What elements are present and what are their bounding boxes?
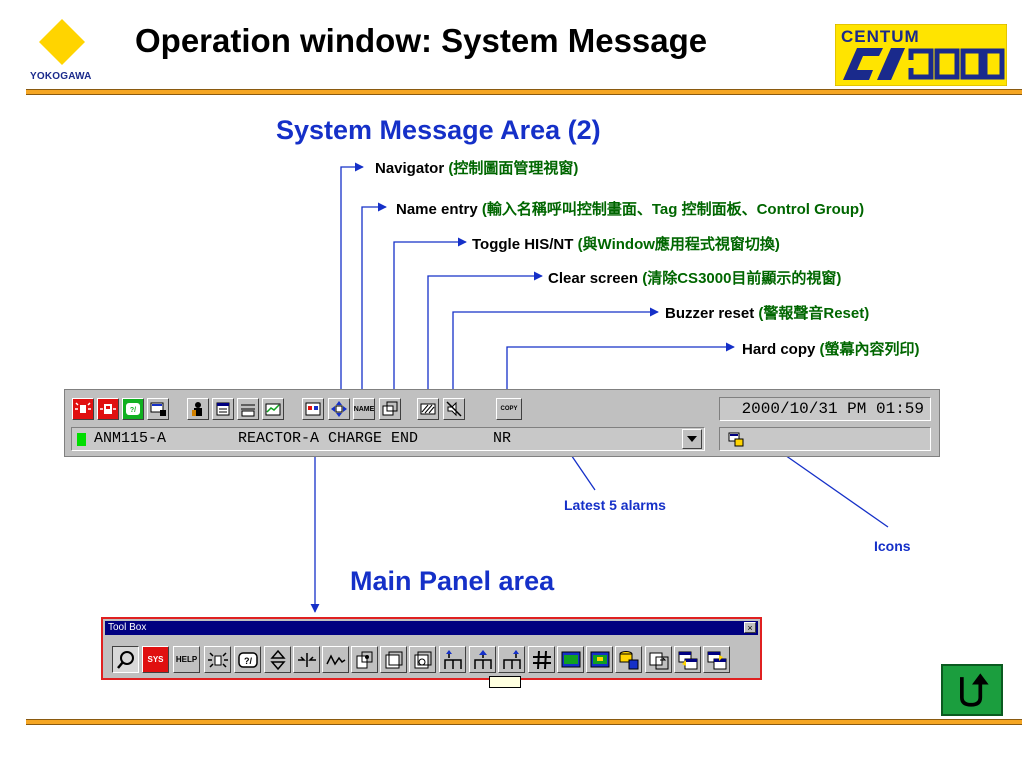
message-monitor-icon[interactable] xyxy=(147,398,169,420)
clear-screen-icon[interactable] xyxy=(417,398,439,420)
hierarchy-left-icon[interactable] xyxy=(439,646,466,673)
main-panel-title: Main Panel area xyxy=(350,566,555,596)
callout-zh: (螢幕內容列印) xyxy=(819,341,920,358)
callout-navigator: Navigator (控制圖面管理視窗) xyxy=(375,157,578,178)
grid-icon[interactable] xyxy=(528,646,555,673)
callout-label: Clear screen xyxy=(548,270,639,287)
svg-text:?/: ?/ xyxy=(244,656,252,666)
help-button[interactable]: HELP xyxy=(173,646,200,673)
datetime-display: 2000/10/31 PM 01:59 xyxy=(719,397,931,421)
yokogawa-logo-text: YOKOGAWA xyxy=(30,71,92,82)
sort-up-down-icon[interactable] xyxy=(264,646,291,673)
callout-label: Toggle HIS/NT xyxy=(472,236,574,253)
hierarchy-up-icon[interactable] xyxy=(469,646,496,673)
status-icons-field xyxy=(719,427,931,451)
callout-label: Name entry xyxy=(396,201,478,218)
alarm-tag: ANM115-A xyxy=(94,430,167,447)
callout-toggle-his: Toggle HIS/NT (與Window應用程式視窗切換) xyxy=(472,233,780,254)
window-transfer-icon[interactable] xyxy=(674,646,701,673)
yokogawa-logo-icon xyxy=(39,19,85,65)
section-title: System Message Area (2) xyxy=(276,115,601,145)
toggle-his-icon[interactable] xyxy=(379,398,401,420)
page-title: Operation window: System Message xyxy=(135,22,708,59)
name-entry-button[interactable]: NAME xyxy=(353,398,375,420)
callout-name-entry: Name entry (輸入名稱呼叫控制畫面、Tag 控制面板、Control … xyxy=(396,198,864,219)
centum-cs3000-logo: CENTUM xyxy=(835,24,1007,86)
latest-alarms-label: Latest 5 alarms xyxy=(564,497,666,513)
system-message-bar: ?/ NAME COPY 2000/10/31 PM 01:59 ANM115-… xyxy=(64,389,940,457)
operator-guide-icon[interactable]: ?/ xyxy=(234,646,261,673)
close-button[interactable]: × xyxy=(744,622,756,633)
callout-buzzer-reset: Buzzer reset (警報聲音Reset) xyxy=(665,302,869,323)
svg-text:?/: ?/ xyxy=(130,407,136,414)
chevron-down-icon xyxy=(687,436,697,442)
alarm-icon[interactable] xyxy=(204,646,231,673)
return-button[interactable] xyxy=(941,664,1003,716)
callout-label: Hard copy xyxy=(742,341,816,358)
navigator-icon[interactable] xyxy=(328,398,350,420)
overview-icon[interactable] xyxy=(380,646,407,673)
header-divider xyxy=(26,89,1022,95)
callout-zh: (清除CS3000目前顯示的視窗) xyxy=(642,270,842,287)
tuning-view-icon[interactable] xyxy=(409,646,436,673)
trend-icon[interactable] xyxy=(262,398,284,420)
toolbox-titlebar[interactable]: Tool Box × xyxy=(105,621,758,635)
alarm-dropdown-button[interactable] xyxy=(682,429,702,449)
toolbox-title: Tool Box xyxy=(108,622,147,633)
callout-zh: (警報聲音Reset) xyxy=(758,305,870,322)
callout-zh: (輸入名稱呼叫控制畫面、Tag 控制面板、Control Group) xyxy=(481,201,865,218)
graphic-icon[interactable] xyxy=(302,398,324,420)
toolbox-window: Tool Box × SYS HELP ?/ xyxy=(101,617,762,680)
converge-icon[interactable] xyxy=(293,646,320,673)
tooltip xyxy=(489,676,521,688)
hierarchy-right-icon[interactable] xyxy=(498,646,525,673)
process-alarm-icon[interactable] xyxy=(72,398,94,420)
callout-zh: (與Window應用程式視窗切換) xyxy=(577,236,780,253)
system-status-button[interactable]: SYS xyxy=(142,646,169,673)
alarm-status-indicator xyxy=(77,433,86,446)
control-group-icon[interactable] xyxy=(351,646,378,673)
window-icon[interactable] xyxy=(212,398,234,420)
buzzer-reset-icon[interactable] xyxy=(443,398,465,420)
database-icon[interactable] xyxy=(615,646,642,673)
tuning-icon[interactable] xyxy=(237,398,259,420)
window-switch-icon[interactable] xyxy=(645,646,672,673)
latest-alarm-field[interactable]: ANM115-A REACTOR-A CHARGE END NR xyxy=(71,427,705,451)
callout-clear-screen: Clear screen (清除CS3000目前顯示的視窗) xyxy=(548,267,841,288)
system-alarm-icon[interactable] xyxy=(97,398,119,420)
screen-icon[interactable] xyxy=(557,646,584,673)
operator-guide-icon[interactable]: ?/ xyxy=(122,398,144,420)
callout-hard-copy: Hard copy (螢幕內容列印) xyxy=(742,338,920,359)
hard-copy-button[interactable]: COPY xyxy=(496,398,522,420)
search-icon[interactable] xyxy=(112,646,139,673)
operation-mark-icon[interactable] xyxy=(728,431,744,447)
callout-label: Navigator xyxy=(375,160,445,177)
icons-label: Icons xyxy=(874,538,911,554)
svg-text:CENTUM: CENTUM xyxy=(841,27,920,46)
alarm-comment: REACTOR-A CHARGE END xyxy=(238,430,419,447)
alarm-status: NR xyxy=(493,430,512,447)
callout-label: Buzzer reset xyxy=(665,305,755,322)
window-arrange-icon[interactable] xyxy=(703,646,730,673)
screen-select-icon[interactable] xyxy=(586,646,613,673)
user-in-icon[interactable] xyxy=(187,398,209,420)
footer-divider xyxy=(26,719,1022,725)
callout-zh: (控制圖面管理視窗) xyxy=(448,160,579,177)
trend-wave-icon[interactable] xyxy=(322,646,349,673)
